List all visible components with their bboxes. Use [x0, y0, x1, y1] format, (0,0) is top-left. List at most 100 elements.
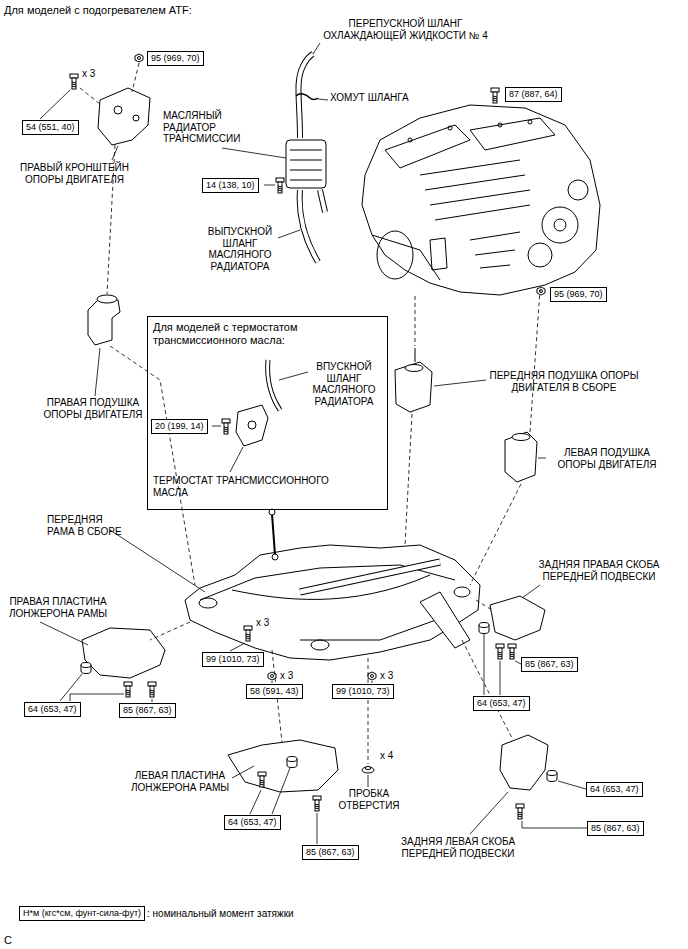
- fasteners: [244, 626, 252, 641]
- torque-box: 64 (653, 47): [586, 782, 643, 797]
- assembly-lines: [415, 296, 416, 346]
- oil-cooler-drawing: [320, 190, 325, 212]
- engine-drawing: [408, 138, 412, 142]
- mount-drawings: [88, 88, 537, 482]
- plate-drawings: [82, 628, 165, 678]
- leader-lines: [60, 674, 82, 701]
- oil-cooler-drawing: [286, 54, 326, 262]
- torque-box: 85 (867, 63): [521, 657, 578, 672]
- part-name: ПРАВЫЙ КРОНШТЕЙН ОПОРЫ ДВИГАТЕЛЯ: [12, 162, 137, 185]
- torque-value: Н*м (кгс*см, фунт-сила-фут): [23, 908, 141, 918]
- quantity: x 4: [380, 750, 393, 762]
- part-name: ЛЕВАЯ ПОДУШКА ОПОРЫ ДВИГАТЕЛЯ: [548, 447, 666, 470]
- thermostat-drawing: [268, 360, 280, 410]
- fasteners: [135, 54, 143, 62]
- engine-drawing: [385, 125, 470, 168]
- leader-lines: [232, 766, 254, 778]
- leader-lines: [278, 230, 300, 238]
- torque-box: 99 (1010, 73): [202, 652, 264, 667]
- leader-lines: [222, 148, 286, 158]
- torque-value: 85 (867, 63): [591, 823, 640, 833]
- torque-value: 87 (887, 64): [509, 89, 558, 99]
- engine-drawing: [430, 238, 447, 270]
- mount-drawings: [98, 88, 150, 145]
- oil-cooler-drawing: [300, 190, 318, 262]
- plate-drawings: [500, 735, 548, 790]
- torque-value: 64 (653, 47): [228, 817, 277, 827]
- torque-value: 64 (653, 47): [477, 698, 526, 708]
- panel-heading: Для моделей с термостатом трансмиссионно…: [153, 321, 353, 347]
- fasteners: [287, 757, 297, 768]
- fasteners: [313, 796, 321, 811]
- assembly-lines: [470, 484, 521, 585]
- engine-drawing: [528, 243, 552, 267]
- mount-drawings: [88, 298, 120, 345]
- leader-lines: [470, 792, 508, 834]
- fasteners: [479, 623, 489, 634]
- leader-lines: [152, 699, 153, 702]
- torque-value: 20 (199, 14): [155, 421, 204, 431]
- leader-lines: [212, 426, 221, 427]
- plate-drawings: [228, 740, 338, 792]
- mount-drawings: [97, 295, 117, 303]
- thermostat-drawing: [236, 360, 280, 446]
- leader-lines: [317, 813, 318, 844]
- torque-value: 14 (138, 10): [206, 180, 255, 190]
- mount-drawings: [405, 365, 423, 372]
- part-name: ПРАВАЯ ПЛАСТИНА ЛОНЖЕРОНА РАМЫ: [3, 596, 113, 619]
- mount-drawings: [505, 432, 537, 482]
- assembly-lines: [132, 63, 139, 92]
- assembly-lines: [368, 658, 369, 764]
- leader-lines: [230, 447, 243, 472]
- leader-lines: [368, 775, 369, 787]
- fasteners: [258, 772, 266, 787]
- leader-lines: [272, 768, 290, 814]
- engine-drawing: [362, 105, 600, 295]
- part-name: ПЕРЕПУСКНОЙ ШЛАНГ ОХЛАЖДАЮЩЕЙ ЖИДКОСТИ №…: [318, 18, 493, 41]
- leader-lines: [434, 380, 486, 386]
- fasteners: [70, 74, 78, 89]
- fasteners: [368, 672, 376, 680]
- frame-drawing: [199, 598, 217, 608]
- oil-cooler-drawing: [290, 150, 322, 180]
- torque-value: 54 (551, 40): [26, 122, 75, 132]
- frame-drawing: [300, 615, 450, 640]
- fasteners: [148, 682, 156, 697]
- torque-box: 95 (969, 70): [147, 51, 204, 66]
- frame-drawing: [272, 514, 275, 555]
- torque-box: 64 (653, 47): [473, 696, 530, 711]
- torque-value: 85 (867, 63): [306, 847, 355, 857]
- part-name: МАСЛЯНЫЙ РАДИАТОР ТРАНСМИССИИ: [163, 110, 243, 145]
- quantity: x 3: [256, 617, 269, 629]
- leader-lines: [40, 622, 88, 645]
- part-name: ПЕРЕДНЯЯ РАМА В СБОРЕ: [47, 514, 132, 537]
- torque-value: 64 (653, 47): [28, 704, 77, 714]
- quantity: x 3: [82, 68, 95, 80]
- leader-lines: [112, 146, 118, 160]
- torque-value: 99 (1010, 73): [336, 686, 390, 696]
- frame-drawing: [272, 554, 278, 560]
- plate-drawings: [82, 596, 548, 792]
- oil-cooler-drawing: [298, 54, 313, 138]
- frame-drawing: [185, 545, 480, 660]
- mount-drawings: [512, 434, 530, 441]
- frame-drawing: [232, 575, 430, 599]
- engine-drawing: [568, 180, 588, 200]
- mount-drawings: [133, 115, 139, 121]
- leader-lines: [110, 530, 205, 592]
- leader-lines: [372, 681, 373, 683]
- frame-drawing: [185, 509, 480, 660]
- leader-lines: [318, 99, 328, 100]
- leader-lines: [230, 643, 245, 651]
- part-name: ПЕРЕДНЯЯ ПОДУШКА ОПОРЫ ДВИГАТЕЛЯ В СБОРЕ: [478, 370, 650, 393]
- leader-lines: [522, 821, 587, 828]
- leader-lines: [279, 372, 308, 380]
- torque-value: 85 (867, 63): [123, 705, 172, 715]
- oil-cooler-drawing: [320, 190, 325, 212]
- engine-drawing: [554, 219, 566, 231]
- part-name: ПРОБКА ОТВЕРСТИЯ: [333, 788, 405, 811]
- torque-value: 95 (969, 70): [554, 289, 603, 299]
- assembly-lines: [150, 622, 190, 640]
- engine-drawing: [542, 207, 578, 243]
